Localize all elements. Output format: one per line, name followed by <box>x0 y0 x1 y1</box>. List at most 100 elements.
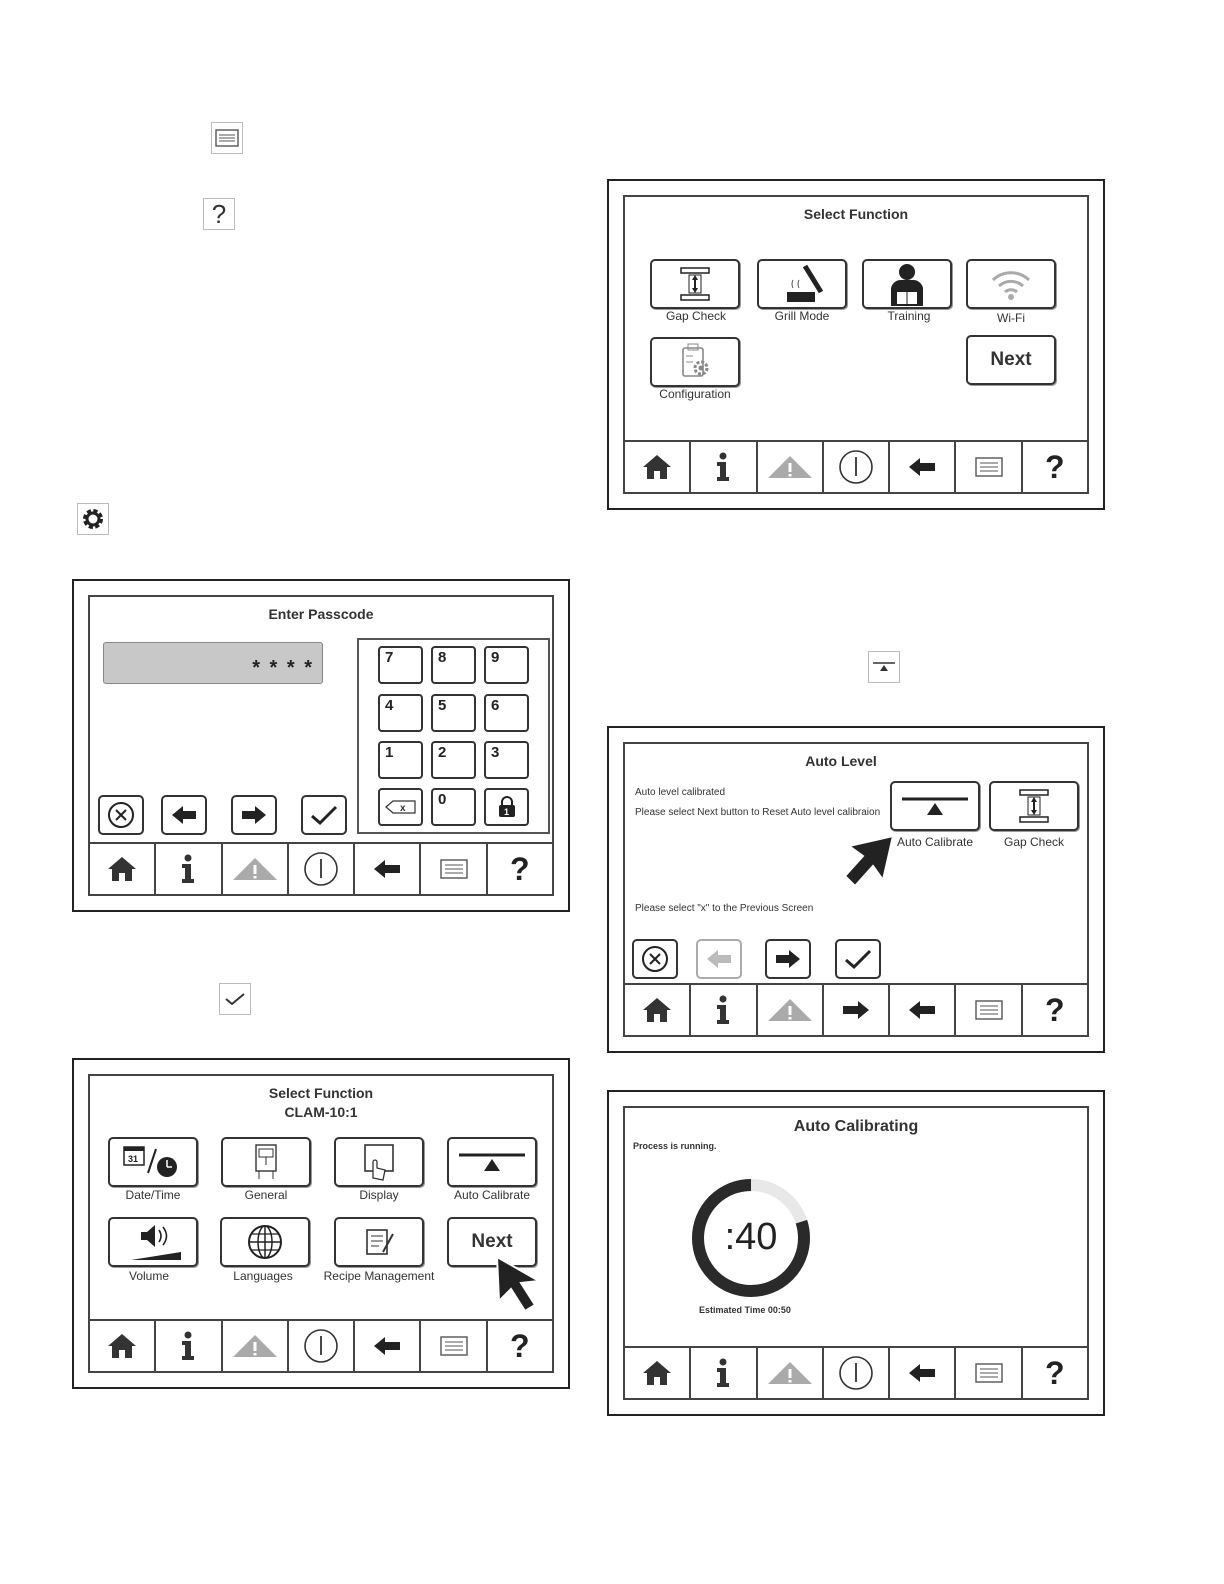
configuration-button[interactable] <box>650 337 740 387</box>
key-3[interactable]: 3 <box>484 741 529 779</box>
training-button[interactable] <box>862 259 952 309</box>
nav-warning[interactable] <box>758 985 824 1035</box>
next-arrow-button[interactable] <box>765 939 811 979</box>
nav-home[interactable] <box>625 1348 692 1398</box>
previous-button[interactable] <box>161 795 207 835</box>
nav-help[interactable]: ? <box>1023 442 1087 492</box>
general-button[interactable] <box>221 1137 311 1187</box>
warning-icon <box>767 999 812 1021</box>
nav-back[interactable] <box>890 985 957 1035</box>
nav-menu[interactable] <box>421 1321 488 1371</box>
nav-info[interactable] <box>691 985 758 1035</box>
nav-back[interactable] <box>355 1321 422 1371</box>
key-1[interactable]: 1 <box>378 741 423 779</box>
nav-forward[interactable] <box>824 985 891 1035</box>
nav-power[interactable] <box>289 1321 356 1371</box>
volume-label: Volume <box>128 1269 170 1283</box>
languages-label: Languages <box>233 1269 293 1283</box>
nav-info[interactable] <box>691 1348 758 1398</box>
cancel-button[interactable] <box>632 939 678 979</box>
nav-info[interactable] <box>156 844 223 894</box>
nav-warning[interactable] <box>223 844 289 894</box>
nav-help[interactable]: ? <box>488 844 552 894</box>
nav-warning[interactable] <box>758 1348 824 1398</box>
gap-check-button[interactable] <box>650 259 740 309</box>
date-time-button[interactable]: 31 <box>108 1137 198 1187</box>
nav-info[interactable] <box>156 1321 223 1371</box>
lock-key[interactable]: 1 <box>484 788 529 826</box>
menu-icon <box>439 1336 468 1356</box>
next-button[interactable]: Next <box>966 335 1056 385</box>
auto-calibrate-button[interactable] <box>447 1137 537 1187</box>
auto-calibrate-label: Auto Calibrate <box>896 835 974 849</box>
key-2[interactable]: 2 <box>431 741 476 779</box>
previous-button[interactable] <box>696 939 742 979</box>
nav-power[interactable] <box>824 1348 891 1398</box>
gap-check-button[interactable] <box>989 781 1079 831</box>
nav-back[interactable] <box>890 1348 957 1398</box>
languages-button[interactable] <box>220 1217 310 1267</box>
nav-back[interactable] <box>890 442 957 492</box>
key-8[interactable]: 8 <box>431 646 476 684</box>
nav-back[interactable] <box>355 844 422 894</box>
passcode-field[interactable]: * * * * <box>103 642 323 684</box>
display-button[interactable] <box>334 1137 424 1187</box>
wifi-button[interactable] <box>966 259 1056 309</box>
key-7[interactable]: 7 <box>378 646 423 684</box>
select-function-screen: Select Function CLAM-10:1 31 Date/Time G… <box>88 1074 554 1373</box>
menu-icon <box>974 1000 1003 1020</box>
nav-home[interactable] <box>90 1321 157 1371</box>
nav-warning[interactable] <box>758 442 824 492</box>
info-icon <box>717 995 730 1024</box>
next-button[interactable]: Next <box>447 1217 537 1267</box>
volume-button[interactable] <box>108 1217 198 1267</box>
select-function-panel: Select Function Gap Check Grill Mode Tra… <box>607 179 1105 510</box>
nav-warning[interactable] <box>223 1321 289 1371</box>
check-icon <box>845 949 872 970</box>
recipe-management-button[interactable] <box>334 1217 424 1267</box>
nav-help[interactable]: ? <box>488 1321 552 1371</box>
configuration-icon <box>682 343 709 377</box>
confirm-button[interactable] <box>835 939 881 979</box>
passcode-screen: Enter Passcode * * * * 7 8 9 4 5 6 1 2 3… <box>88 595 554 896</box>
nav-menu[interactable] <box>421 844 488 894</box>
key-6[interactable]: 6 <box>484 694 529 732</box>
nav-help[interactable]: ? <box>1023 1348 1087 1398</box>
next-arrow-button[interactable] <box>231 795 277 835</box>
nav-home[interactable] <box>625 442 692 492</box>
cancel-button[interactable] <box>98 795 144 835</box>
check-icon <box>311 805 338 826</box>
backspace-key[interactable]: x <box>378 788 423 826</box>
nav-power[interactable] <box>824 442 891 492</box>
nav-menu[interactable] <box>956 985 1023 1035</box>
nav-home[interactable] <box>625 985 692 1035</box>
status-line-3: Please select "x" to the Previous Screen <box>635 903 814 914</box>
nav-help[interactable]: ? <box>1023 985 1087 1035</box>
power-icon <box>304 852 338 886</box>
forward-arrow-icon <box>842 1001 869 1019</box>
key-4[interactable]: 4 <box>378 694 423 732</box>
key-5[interactable]: 5 <box>431 694 476 732</box>
back-arrow-icon <box>909 458 936 476</box>
nav-info[interactable] <box>691 442 758 492</box>
key-0[interactable]: 0 <box>431 788 476 826</box>
auto-calibrate-icon <box>868 651 900 683</box>
grill-mode-label: Grill Mode <box>774 309 830 323</box>
touch-display-icon <box>364 1144 394 1181</box>
nav-home[interactable] <box>90 844 157 894</box>
grill-mode-button[interactable] <box>757 259 847 309</box>
nav-menu[interactable] <box>956 1348 1023 1398</box>
display-label: Display <box>359 1188 399 1202</box>
auto-calibrate-button[interactable] <box>890 781 980 831</box>
configuration-label: Configuration <box>659 387 731 401</box>
nav-power[interactable] <box>289 844 356 894</box>
power-icon <box>839 450 873 484</box>
nav-menu[interactable] <box>956 442 1023 492</box>
screen-title: Enter Passcode <box>268 606 374 622</box>
confirm-button[interactable] <box>301 795 347 835</box>
process-status: Process is running. <box>633 1141 717 1151</box>
auto-calibrating-panel: Auto Calibrating Process is running. :40… <box>607 1090 1105 1416</box>
training-icon <box>891 264 923 306</box>
home-icon <box>643 455 672 479</box>
key-9[interactable]: 9 <box>484 646 529 684</box>
